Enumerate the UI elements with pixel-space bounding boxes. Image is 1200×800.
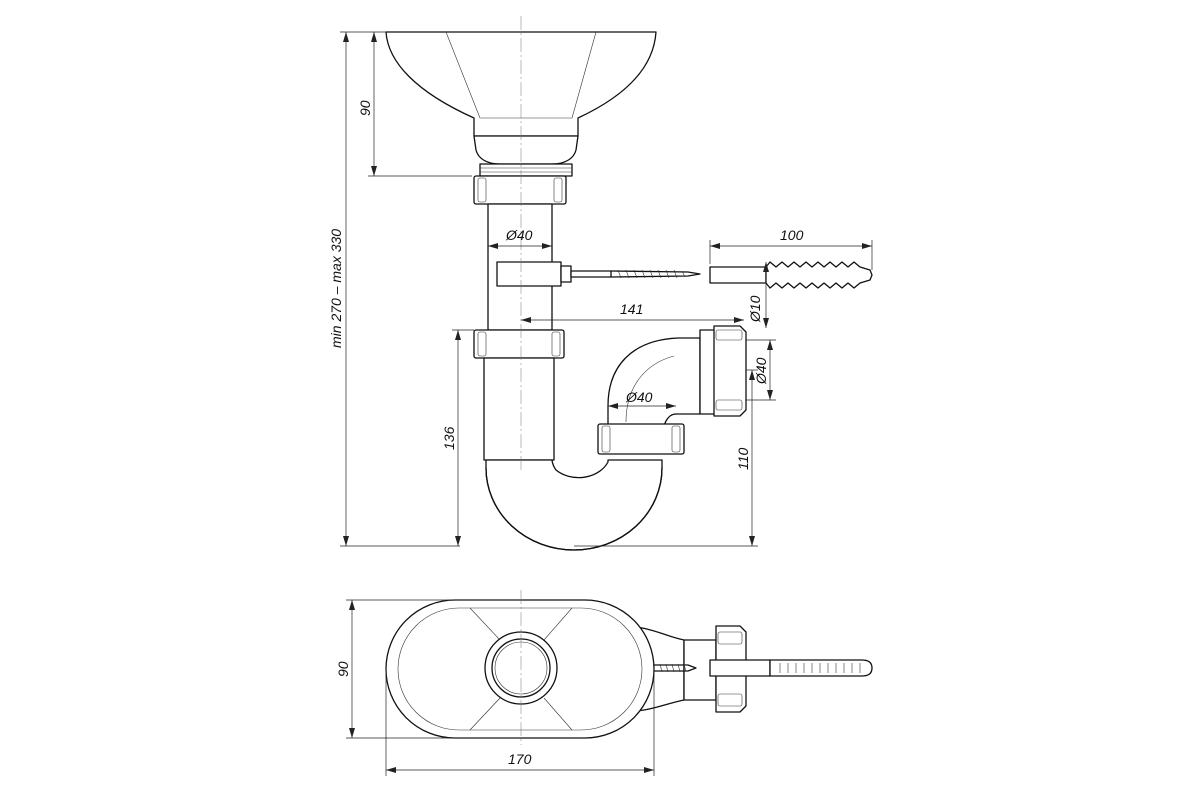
top-depth-label: 90 (335, 661, 351, 677)
pipe-diameter-label: Ø40 (505, 227, 533, 243)
lower-height-label: 136 (441, 426, 457, 450)
outlet-nut (699, 325, 747, 417)
bowl-height-label: 90 (357, 100, 373, 116)
top-screw (653, 663, 697, 673)
lower-right-nut (597, 423, 685, 455)
lower-pipe (483, 357, 555, 461)
top-dowel (709, 659, 873, 677)
front-view (385, 16, 873, 551)
top-bowl (385, 599, 655, 739)
upper-nut (473, 175, 567, 205)
dowel-length-label: 100 (780, 227, 804, 243)
top-width-label: 170 (508, 751, 532, 767)
total-height-label: min 270 – max 330 (328, 229, 344, 348)
u-bend (485, 459, 663, 551)
middle-nut (473, 329, 565, 359)
outlet-diameter-label: Ø40 (753, 357, 769, 385)
dowel-diameter-label: Ø10 (747, 295, 763, 323)
top-view (385, 590, 873, 745)
wall-distance-label: 141 (620, 301, 643, 317)
front-dimensions: min 270 – max 330 90 Ø40 100 Ø10 141 Ø40… (328, 31, 873, 547)
thread-neck (479, 163, 573, 177)
inner-pipe-diameter-label: Ø40 (625, 389, 653, 405)
top-dimensions: 90 170 (335, 599, 655, 776)
wall-dowel (709, 261, 873, 289)
outlet-height-label: 110 (735, 447, 751, 470)
wall-bracket (496, 261, 701, 287)
